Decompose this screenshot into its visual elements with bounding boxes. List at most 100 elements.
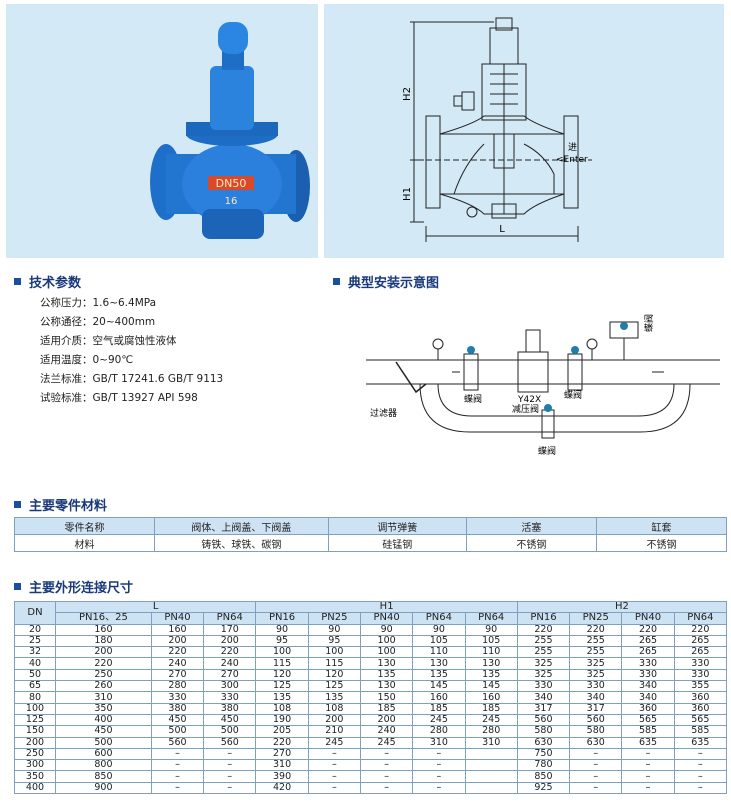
- param-row: 适用介质：空气或腐蚀性液体: [40, 332, 223, 351]
- dims-cell: –: [621, 770, 675, 783]
- dims-cell: –: [569, 759, 623, 772]
- dims-cell: –: [359, 747, 414, 761]
- dims-cell: 105: [464, 634, 518, 648]
- label-filter: 过滤器: [370, 407, 397, 419]
- dims-cell: 310: [464, 736, 518, 749]
- dims-cell: 580: [516, 725, 571, 738]
- dims-dn-cell: 250: [14, 747, 56, 761]
- dims-cell: 340: [621, 680, 675, 693]
- dims-cell: 245: [359, 736, 414, 749]
- dims-cell: 330: [673, 657, 728, 670]
- dims-cell: 185: [464, 702, 518, 715]
- dims-cell: 135: [412, 668, 466, 682]
- dims-cell: –: [673, 759, 728, 772]
- dims-cell: 270: [255, 747, 309, 761]
- tech-params-list: 公称压力：1.6~6.4MPa 公称通径：20~400mm 适用介质：空气或腐蚀…: [40, 294, 223, 408]
- param-value: 0~90℃: [92, 354, 134, 366]
- dims-cell: 245: [464, 713, 518, 727]
- dims-dn-cell: 200: [14, 736, 56, 749]
- dims-cell: 330: [569, 680, 623, 693]
- dims-cell: 130: [359, 657, 414, 670]
- valve-photo-illustration: DN50 16: [150, 22, 310, 239]
- dims-cell: 380: [203, 702, 257, 715]
- dims-cell: 330: [673, 668, 728, 682]
- inlet-label-en: <Enter: [556, 155, 588, 165]
- dims-cell: 280: [150, 680, 205, 693]
- dims-cell: 220: [255, 736, 309, 749]
- dims-cell: 255: [569, 634, 623, 648]
- dims-cell: –: [150, 770, 205, 783]
- dims-cell: [464, 781, 518, 795]
- dims-cell: 220: [150, 646, 205, 659]
- dims-cell: 185: [412, 702, 466, 715]
- dim-h2-label: H2: [402, 87, 413, 101]
- dims-cell: –: [307, 770, 361, 783]
- dims-cell: –: [412, 747, 466, 761]
- installation-diagram: 过滤器 蝶阀 Y42X 减压阀 蝶阀 蝶阀 蝶阀: [360, 292, 730, 462]
- dims-cell: –: [307, 781, 361, 795]
- dims-cell: 105: [412, 634, 466, 648]
- dims-cell: 220: [203, 646, 257, 659]
- dims-cell: 340: [569, 691, 623, 704]
- label-reducer: 减压阀: [512, 403, 539, 415]
- dims-cell: –: [621, 759, 675, 772]
- dims-cell: 130: [412, 657, 466, 670]
- dims-dn-cell: 150: [14, 725, 56, 738]
- dims-cell: –: [621, 781, 675, 795]
- dims-cell: 170: [203, 623, 257, 636]
- dims-cell: 560: [150, 736, 205, 749]
- dims-cell: 90: [464, 623, 518, 636]
- section-title-install: 典型安装示意图: [333, 272, 439, 291]
- materials-header-cell: 缸套: [595, 517, 728, 535]
- dims-cell: [464, 770, 518, 783]
- dims-dn-cell: 400: [14, 781, 56, 795]
- param-row: 适用温度：0~90℃: [40, 351, 223, 370]
- dims-sub-header-cell: PN64: [203, 612, 257, 625]
- dims-cell: 130: [464, 657, 518, 670]
- dims-cell: –: [359, 781, 414, 795]
- section-bullet-icon: [14, 501, 21, 508]
- param-value: GB/T 17241.6 GB/T 9113: [92, 373, 224, 385]
- dims-cell: 265: [621, 646, 675, 659]
- body-marking-dn: DN50: [216, 177, 247, 190]
- dims-cell: 108: [307, 702, 361, 715]
- dims-cell: 635: [621, 736, 675, 749]
- dims-cell: 780: [516, 759, 571, 772]
- dims-cell: –: [673, 770, 728, 783]
- dims-cell: 850: [516, 770, 571, 783]
- dims-cell: 115: [307, 657, 361, 670]
- dims-cell: –: [203, 759, 257, 772]
- dims-cell: 135: [255, 691, 309, 704]
- dims-cell: 585: [621, 725, 675, 738]
- dims-cell: 630: [516, 736, 571, 749]
- materials-header-cell: 活塞: [465, 517, 597, 535]
- dims-dn-cell: 125: [14, 713, 56, 727]
- dims-cell: 160: [55, 623, 152, 636]
- dims-cell: 310: [255, 759, 309, 772]
- dims-cell: 340: [516, 691, 571, 704]
- dims-cell: 115: [255, 657, 309, 670]
- dims-cell: [464, 747, 518, 761]
- dims-sub-header-cell: PN40: [150, 612, 205, 625]
- dims-cell: 125: [255, 680, 309, 693]
- dims-cell: –: [203, 770, 257, 783]
- dims-cell: 145: [464, 680, 518, 693]
- dims-cell: 265: [673, 646, 728, 659]
- dims-cell: 245: [412, 713, 466, 727]
- dims-header-dn: DN: [14, 601, 56, 625]
- dims-cell: 150: [359, 691, 414, 704]
- dims-cell: 245: [307, 736, 361, 749]
- installation-diagram-svg: 过滤器 蝶阀 Y42X 减压阀 蝶阀 蝶阀 蝶阀: [366, 314, 720, 457]
- dims-cell: 270: [150, 668, 205, 682]
- section-bullet-icon: [14, 278, 21, 285]
- dims-cell: 135: [307, 691, 361, 704]
- dims-cell: 200: [55, 646, 152, 659]
- dims-cell: 95: [307, 634, 361, 648]
